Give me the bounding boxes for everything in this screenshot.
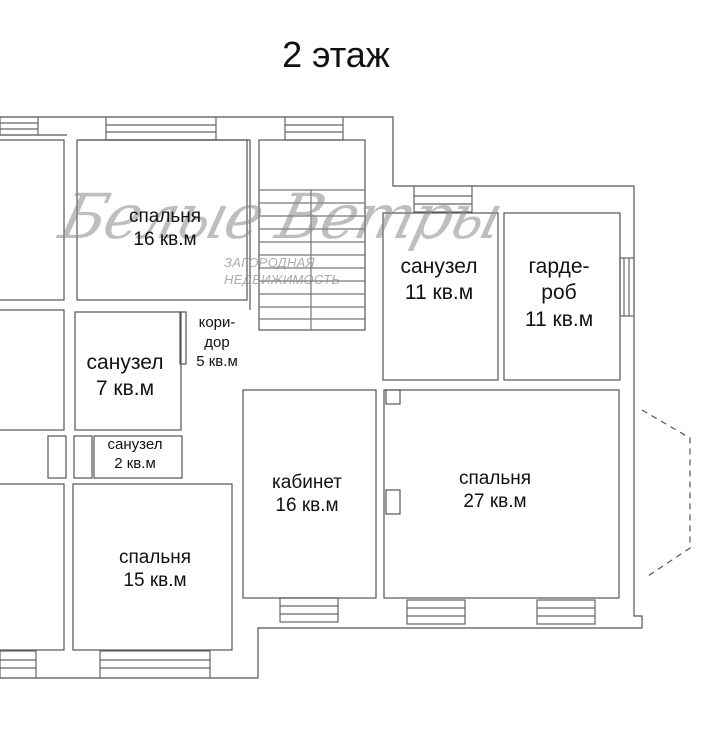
room-bathroom-2: санузел 2 кв.м (107, 436, 163, 472)
room-bedroom-27: спальня 27 кв.м (458, 468, 532, 513)
room-bedroom-15: спальня 15 кв.м (118, 547, 192, 592)
room-corridor: кори- дор 5 кв.м (196, 314, 238, 370)
room-bathroom-7: санузел 7 кв.м (86, 351, 164, 400)
room-bathroom-11: санузел 11 кв.м (400, 255, 478, 304)
room-bedroom-16: спальня 16 кв.м (128, 206, 202, 251)
floor-title: 2 этаж (282, 34, 390, 75)
staircase (259, 189, 365, 330)
room-wardrobe: гарде- роб 11 кв.м (524, 255, 594, 331)
watermark-caption: ЗАГОРОДНАЯ НЕДВИЖИМОСТЬ (224, 255, 341, 287)
room-office: кабинет 16 кв.м (272, 472, 342, 517)
